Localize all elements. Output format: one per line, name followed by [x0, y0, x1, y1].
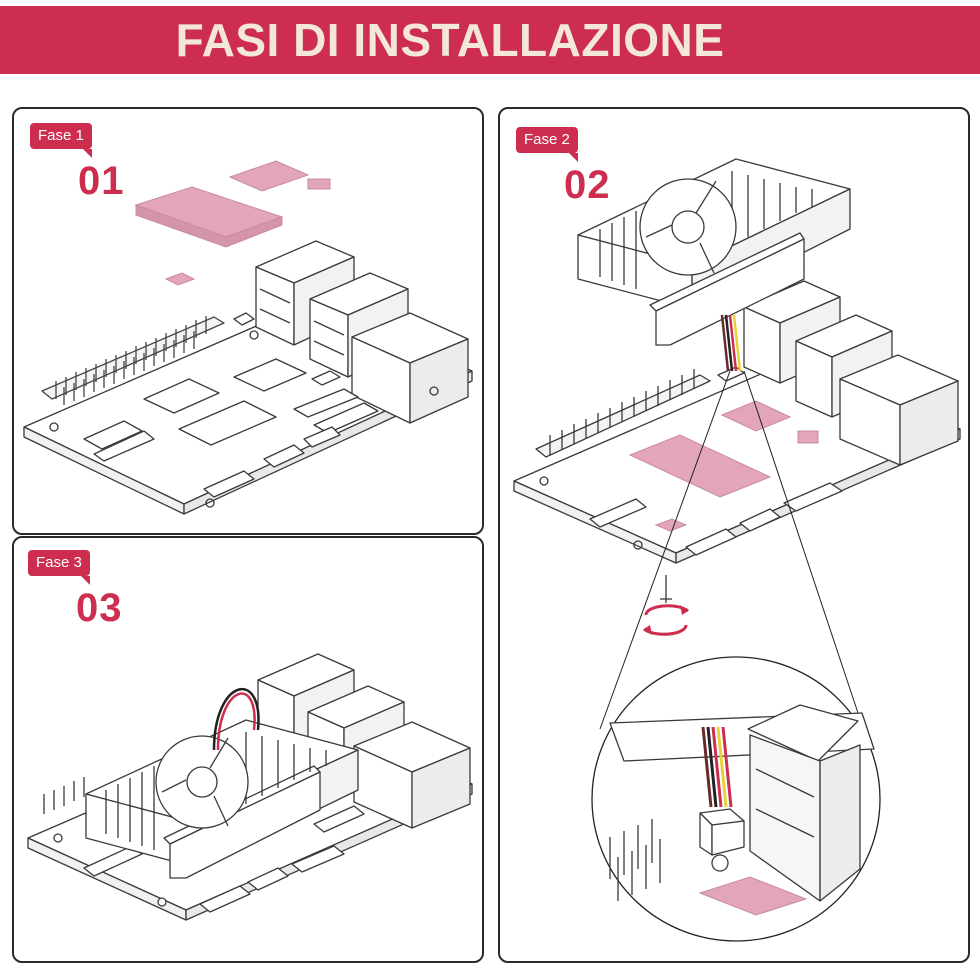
fan-cable	[720, 314, 742, 372]
step-1-panel: Fase 1 01	[12, 107, 484, 535]
step-2-number: 02	[564, 163, 611, 207]
title-banner	[0, 6, 980, 74]
assembled-board-illustration	[27, 653, 473, 921]
ethernet-port	[351, 312, 469, 424]
active-cooler	[85, 719, 359, 879]
step-2-tag: Fase 2	[516, 127, 578, 162]
thermal-pads	[134, 160, 331, 286]
board-with-thermal-pads-illustration	[23, 160, 473, 515]
gpio-header	[41, 316, 225, 405]
step-3-tag: Fase 3	[28, 550, 90, 585]
page-title: FASI DI INSTALLAZIONE	[175, 14, 725, 66]
magnified-cable	[701, 726, 733, 808]
fan-cable	[212, 687, 260, 751]
thermal-pads	[628, 400, 819, 532]
magnified-thermal-pad	[698, 876, 808, 916]
active-cooler	[577, 158, 851, 346]
step-3-number: 03	[76, 586, 123, 630]
cooler-mounting-illustration	[513, 158, 961, 942]
step-3-panel: Fase 3 03	[12, 536, 484, 963]
step-2-panel: Fase 2 02	[498, 107, 970, 963]
step-1-number: 01	[78, 159, 125, 203]
rotate-icon	[643, 604, 689, 636]
magnified-contents	[609, 704, 875, 902]
step-1-tag: Fase 1	[30, 123, 92, 158]
